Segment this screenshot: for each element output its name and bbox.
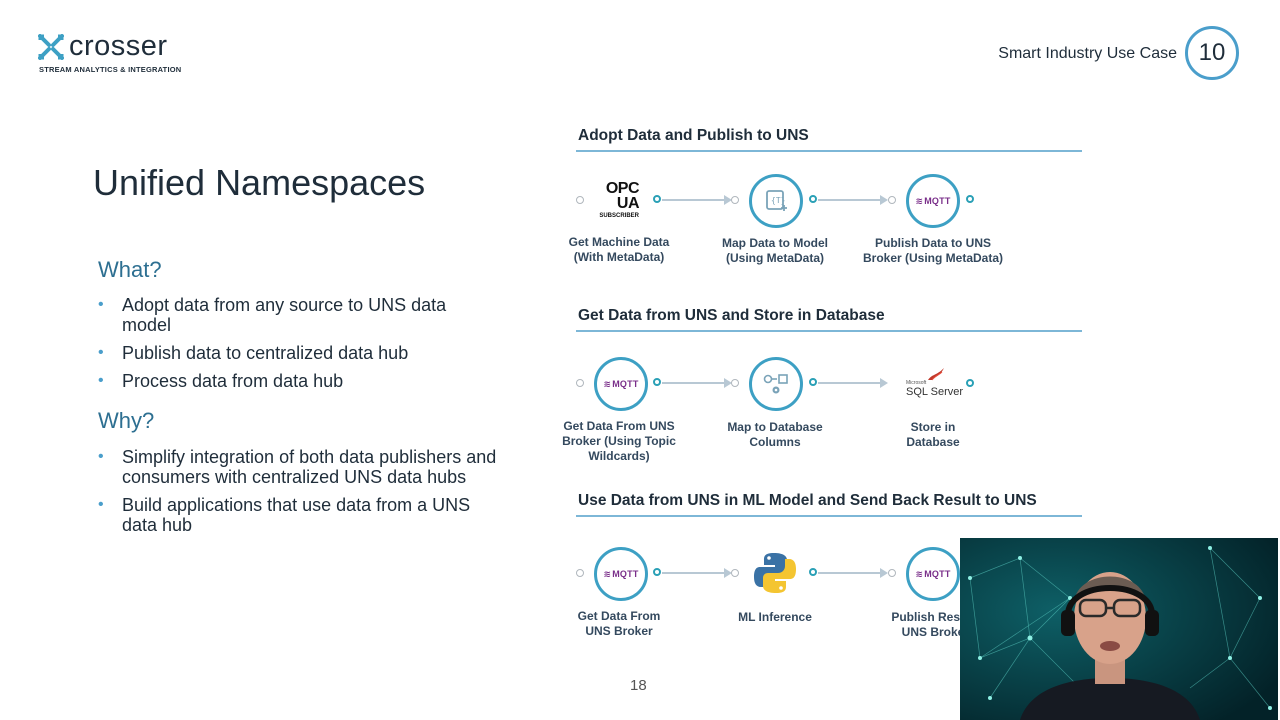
input-port[interactable] (731, 569, 739, 577)
output-port[interactable] (809, 568, 817, 576)
node-label: Publish Data to UNS Broker (Using MetaDa… (862, 236, 1004, 265)
opc-ua-logo-text: OPC UA (605, 180, 640, 212)
sql-server-icon: Microsoft SQL Server (902, 366, 964, 404)
node-label: Get Data From UNS Broker (577, 609, 661, 638)
sql-server-brand: Microsoft (906, 380, 927, 386)
json-map-icon: {T} (766, 190, 787, 211)
mqtt-icon: MQTT (603, 379, 638, 390)
use-case-label: Smart Industry Use Case (998, 45, 1177, 62)
sql-server-flame-icon (928, 368, 944, 381)
connector-line (818, 199, 884, 201)
crosser-logo: crosser STREAM ANALYTICS & INTEGRATION (38, 30, 198, 76)
output-port[interactable] (966, 195, 974, 203)
map-columns-icon (763, 374, 788, 394)
slide-title: Unified Namespaces (93, 162, 426, 203)
flow-title-ml: Use Data from UNS in ML Model and Send B… (578, 492, 1037, 509)
flow-title-adopt: Adopt Data and Publish to UNS (578, 127, 809, 144)
node-label: ML Inference (738, 610, 812, 624)
mqtt-publish-node[interactable]: MQTT (906, 174, 960, 228)
node-label: Publish Result UNS Broke (891, 610, 975, 639)
input-port[interactable] (888, 569, 896, 577)
opc-ua-logo-sub: SUBSCRIBER (599, 213, 639, 219)
input-port[interactable] (576, 196, 584, 204)
output-port[interactable] (966, 379, 974, 387)
what-list: Adopt data from any source to UNS data m… (98, 295, 498, 399)
output-port[interactable] (653, 568, 661, 576)
input-port[interactable] (576, 569, 584, 577)
connector-arrow (724, 378, 732, 388)
connector-arrow (880, 195, 888, 205)
sql-server-logo-text: SQL Server (906, 386, 964, 398)
connector-line (818, 572, 884, 574)
output-port[interactable] (653, 195, 661, 203)
node-label: Store in Database (906, 420, 960, 449)
connector-line (818, 382, 884, 384)
map-columns-node[interactable] (749, 357, 803, 411)
what-item: Adopt data from any source to UNS data m… (98, 295, 498, 335)
opc-ua-icon: OPC UA SUBSCRIBER (591, 180, 640, 220)
webcam-feed-image (960, 538, 1278, 720)
connector-arrow (880, 378, 888, 388)
input-port[interactable] (731, 379, 739, 387)
what-item: Process data from data hub (98, 371, 498, 391)
flow-divider (576, 330, 1082, 332)
node-label: Get Data From UNS Broker (Using Topic Wi… (562, 419, 676, 463)
mqtt-icon: MQTT (915, 569, 950, 580)
mqtt-subscribe-node[interactable]: MQTT (594, 357, 648, 411)
python-node[interactable] (752, 550, 798, 596)
node-label: Map to Database Columns (727, 420, 823, 449)
presenter-webcam (960, 538, 1278, 720)
node-label: Get Machine Data (With MetaData) (568, 235, 670, 264)
mqtt-publish-node[interactable]: MQTT (906, 547, 960, 601)
why-list: Simplify integration of both data publis… (98, 447, 498, 543)
crosser-x-icon (38, 34, 64, 60)
connector-arrow (724, 568, 732, 578)
why-heading: Why? (98, 408, 155, 433)
connector-line (662, 572, 728, 574)
page-number: 18 (630, 677, 647, 694)
output-port[interactable] (809, 195, 817, 203)
logo-tagline: STREAM ANALYTICS & INTEGRATION (39, 65, 182, 74)
mqtt-subscribe-node[interactable]: MQTT (594, 547, 648, 601)
input-port[interactable] (576, 379, 584, 387)
mqtt-icon: MQTT (603, 569, 638, 580)
why-item: Simplify integration of both data publis… (98, 447, 498, 487)
python-icon (754, 553, 796, 593)
why-item: Build applications that use data from a … (98, 495, 498, 535)
connector-line (662, 199, 728, 201)
input-port[interactable] (731, 196, 739, 204)
map-data-node[interactable]: {T} (749, 174, 803, 228)
flow-divider (576, 515, 1082, 517)
what-item: Publish data to centralized data hub (98, 343, 498, 363)
flow-divider (576, 150, 1082, 152)
svg-text:{T}: {T} (771, 196, 785, 205)
use-case-number-badge: 10 (1185, 26, 1239, 80)
node-label: Map Data to Model (Using MetaData) (721, 236, 828, 265)
logo-wordmark: crosser (69, 30, 168, 62)
flow-title-store: Get Data from UNS and Store in Database (578, 307, 885, 324)
connector-line (662, 382, 728, 384)
mqtt-icon: MQTT (915, 196, 950, 207)
what-heading: What? (98, 257, 162, 282)
connector-arrow (880, 568, 888, 578)
output-port[interactable] (809, 378, 817, 386)
output-port[interactable] (653, 378, 661, 386)
connector-arrow (724, 195, 732, 205)
input-port[interactable] (888, 196, 896, 204)
